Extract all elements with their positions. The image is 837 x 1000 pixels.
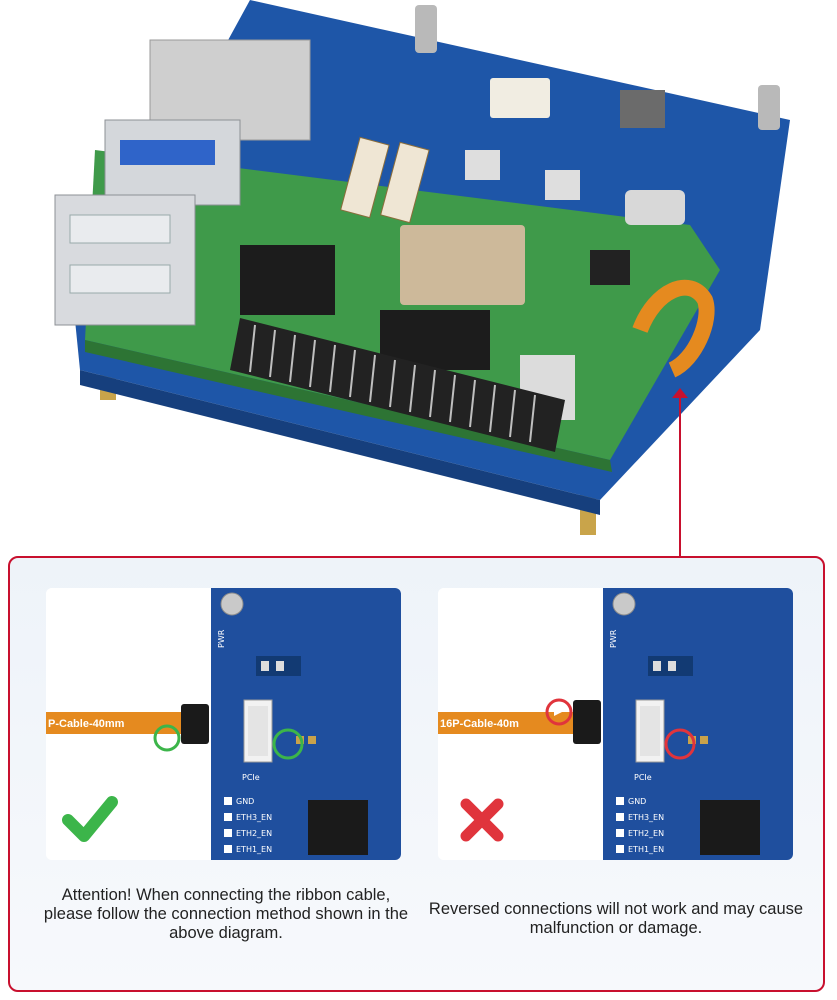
eth1-label: ETH1_EN — [628, 845, 664, 854]
stacked-boards-illustration — [54, 0, 790, 535]
cross-icon — [460, 798, 504, 842]
soc-chip — [400, 225, 525, 305]
eth1-label: ETH1_EN — [236, 845, 272, 854]
fpc-connector — [340, 136, 390, 219]
chip — [308, 800, 368, 855]
product-photo — [54, 0, 790, 535]
connection-guide-panel: PWR PCIe GND ETH3_EN ETH2_EN ETH1_EN P-C… — [8, 556, 825, 992]
chip — [240, 245, 335, 315]
warning-caption: Reversed connections will not work and m… — [428, 900, 804, 937]
pwr-label: PWR — [609, 629, 618, 648]
eth2-label: ETH2_EN — [628, 829, 664, 838]
usb-c-port — [625, 190, 685, 225]
pwr-label: PWR — [217, 629, 226, 648]
pcie-label: PCIe — [242, 773, 260, 782]
reversed-connection-card: PWR PCIe GND ETH3_EN ETH2_EN ETH1_EN 16P… — [438, 588, 793, 860]
eth2-label: ETH2_EN — [236, 829, 272, 838]
ribbon-cable — [632, 279, 715, 378]
cable-label: P-Cable-40mm — [48, 718, 125, 730]
fpc-connector — [380, 141, 430, 224]
blue-pcb — [603, 588, 793, 860]
inductor — [620, 90, 665, 128]
correct-connection-diagram: PWR PCIe GND ETH3_EN ETH2_EN ETH1_EN P-C… — [46, 588, 401, 860]
chip — [700, 800, 760, 855]
eth3-label: ETH3_EN — [236, 813, 272, 822]
checkmark-icon — [62, 796, 118, 842]
attention-caption: Attention! When connecting the ribbon ca… — [43, 886, 409, 942]
triangle-marker-icon — [554, 708, 562, 716]
ribbon-cable — [46, 712, 181, 734]
reversed-connection-diagram: PWR PCIe GND ETH3_EN ETH2_EN ETH1_EN 16P… — [438, 588, 793, 860]
ribbon-cable — [438, 712, 573, 734]
gnd-label: GND — [628, 797, 646, 806]
mounting-hole — [220, 592, 244, 616]
cable-stiffener — [181, 704, 209, 744]
mounting-hole — [612, 592, 636, 616]
gnd-label: GND — [236, 797, 254, 806]
highlight-circle — [153, 724, 181, 752]
standoff — [758, 85, 780, 130]
triangle-marker-icon — [162, 734, 170, 742]
highlight-circle — [272, 728, 304, 760]
highlight-circle — [664, 728, 696, 760]
callout-arrow-icon — [672, 388, 688, 398]
cable-label: 16P-Cable-40m — [440, 718, 519, 730]
fan-connector — [490, 78, 550, 118]
cable-stiffener — [573, 700, 601, 744]
standoff — [415, 5, 437, 53]
correct-connection-card: PWR PCIe GND ETH3_EN ETH2_EN ETH1_EN P-C… — [46, 588, 401, 860]
highlight-circle — [545, 698, 573, 726]
eth3-label: ETH3_EN — [628, 813, 664, 822]
pcie-label: PCIe — [634, 773, 652, 782]
callout-line — [679, 392, 681, 556]
blue-pcb — [211, 588, 401, 860]
